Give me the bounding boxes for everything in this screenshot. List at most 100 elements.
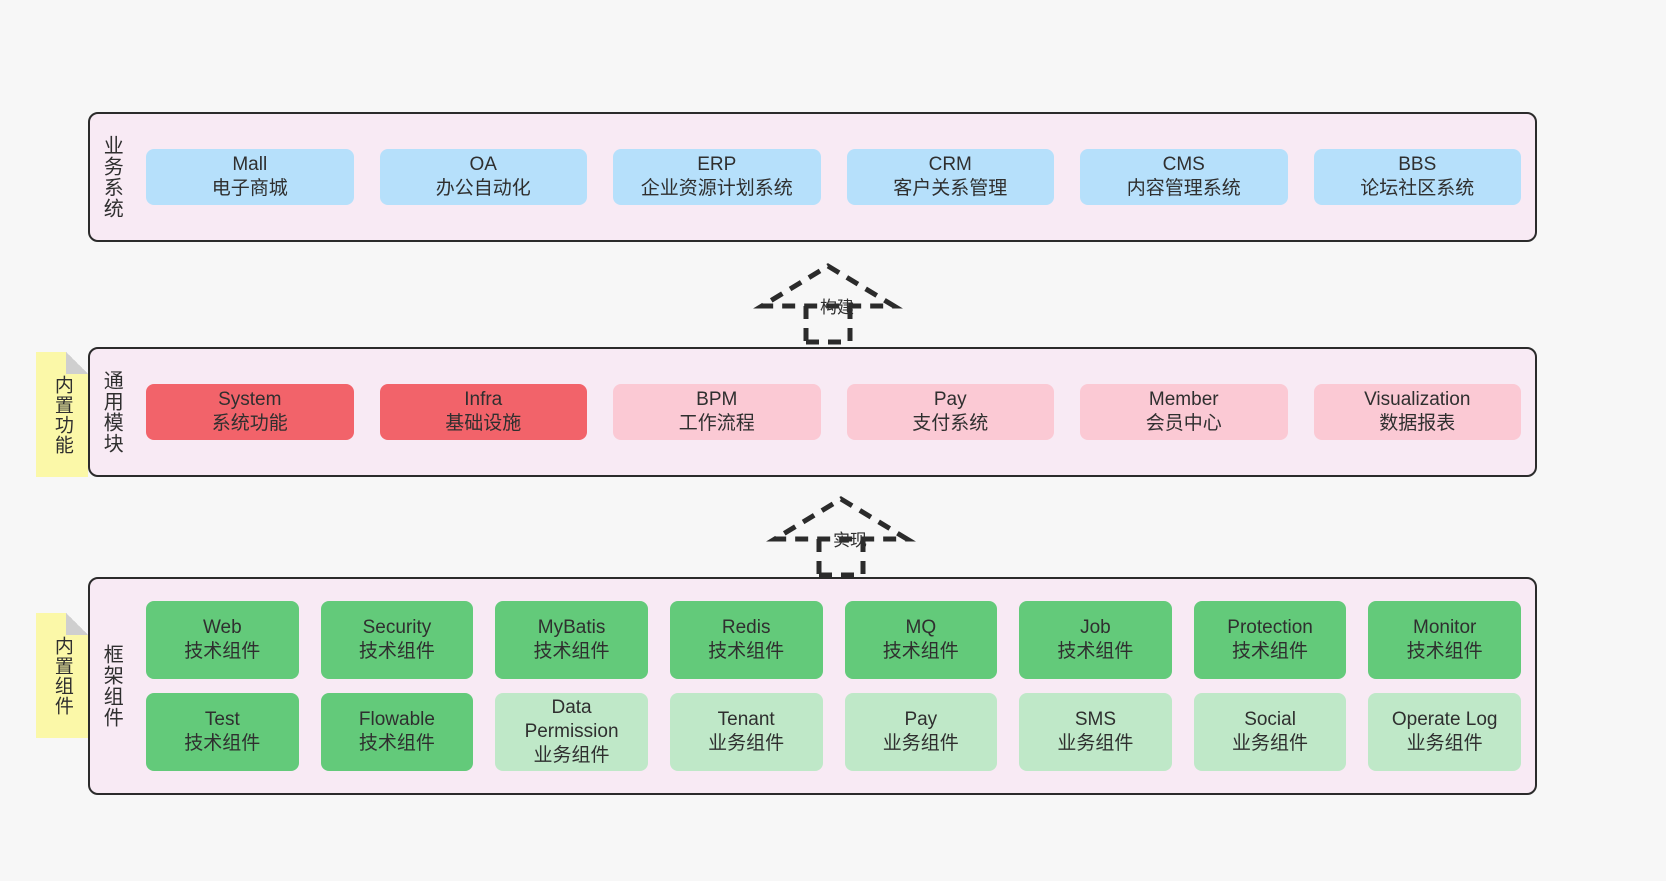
card-subtitle: 论坛社区系统 — [1360, 178, 1475, 199]
card-erp[interactable]: ERP 企业资源计划系统 — [613, 148, 821, 206]
card-row: System 系统功能 Infra 基础设施 BPM 工作流程 Pay 支付系统… — [146, 383, 1521, 441]
layer-body-business-system: Mall 电子商城 OA 办公自动化 ERP 企业资源计划系统 CRM 客户关系… — [132, 114, 1535, 240]
card-redis[interactable]: Redis 技术组件 — [669, 601, 823, 679]
card-mq[interactable]: MQ 技术组件 — [844, 601, 998, 679]
card-title: CMS — [1162, 153, 1205, 175]
note-text: 内置功能 — [51, 374, 73, 455]
card-subtitle: 技术组件 — [184, 733, 261, 754]
card-subtitle: 技术组件 — [1057, 641, 1134, 662]
card-data-permission[interactable]: Data Permission 业务组件 — [495, 693, 648, 771]
card-member[interactable]: Member 会员中心 — [1080, 383, 1288, 441]
card-subtitle: 技术组件 — [1232, 641, 1309, 662]
card-bpm[interactable]: BPM 工作流程 — [613, 383, 821, 441]
card-title: Security — [362, 616, 432, 638]
card-operate-log[interactable]: Operate Log 业务组件 — [1368, 693, 1521, 771]
card-title: Protection — [1227, 616, 1313, 638]
card-infra[interactable]: Infra 基础设施 — [379, 383, 587, 441]
card-subtitle: 内容管理系统 — [1126, 178, 1241, 199]
layer-common-modules: 通用模块 System 系统功能 Infra 基础设施 BPM 工作流程 Pay… — [88, 347, 1537, 477]
card-pay-component[interactable]: Pay 业务组件 — [844, 693, 998, 771]
note-builtin-components: 内置组件 — [36, 613, 88, 738]
card-tenant[interactable]: Tenant 业务组件 — [669, 693, 823, 771]
card-bbs[interactable]: BBS 论坛社区系统 — [1313, 148, 1521, 206]
card-row: Test 技术组件 Flowable 技术组件 Data Permission … — [146, 693, 1521, 771]
card-subtitle: 企业资源计划系统 — [640, 178, 793, 199]
connector-build-label: 构建 — [820, 298, 854, 317]
card-subtitle: 数据报表 — [1379, 413, 1456, 434]
layer-title-framework-components: 框架组件 — [100, 644, 123, 728]
card-subtitle: 技术组件 — [358, 641, 435, 662]
connector-implement-label: 实现 — [833, 531, 867, 550]
card-monitor[interactable]: Monitor 技术组件 — [1368, 601, 1521, 679]
card-subtitle: 系统功能 — [211, 413, 288, 434]
card-title: OA — [469, 153, 497, 175]
card-subtitle: 技术组件 — [1406, 641, 1483, 662]
card-subtitle: 办公自动化 — [435, 178, 531, 199]
card-title: CRM — [928, 153, 972, 175]
card-row: Web 技术组件 Security 技术组件 MyBatis 技术组件 Redi… — [146, 601, 1521, 679]
card-title: Member — [1148, 388, 1219, 410]
card-title: Job — [1080, 616, 1111, 638]
card-title: Redis — [721, 616, 771, 638]
card-subtitle: 业务组件 — [1406, 733, 1483, 754]
card-social[interactable]: Social 业务组件 — [1193, 693, 1347, 771]
card-subtitle: 业务组件 — [708, 733, 785, 754]
card-subtitle: 工作流程 — [678, 413, 755, 434]
card-title: Infra — [464, 388, 503, 410]
note-builtin-features: 内置功能 — [36, 352, 88, 477]
card-subtitle: 客户关系管理 — [893, 178, 1008, 199]
card-mybatis[interactable]: MyBatis 技术组件 — [495, 601, 648, 679]
card-job[interactable]: Job 技术组件 — [1019, 601, 1172, 679]
card-title: Mall — [232, 153, 268, 175]
card-title: Test — [204, 708, 240, 730]
connector-implement-arrow — [766, 495, 916, 578]
card-security[interactable]: Security 技术组件 — [320, 601, 474, 679]
card-title: Flowable — [358, 708, 435, 730]
layer-title-business-system: 业务系统 — [100, 135, 123, 219]
card-subtitle: 业务组件 — [533, 745, 610, 767]
connector-build-arrow — [753, 262, 903, 345]
generalization-arrow-icon — [766, 496, 916, 578]
card-mall[interactable]: Mall 电子商城 — [146, 148, 354, 206]
card-title: MQ — [905, 616, 937, 638]
layer-body-common-modules: System 系统功能 Infra 基础设施 BPM 工作流程 Pay 支付系统… — [132, 349, 1535, 475]
layer-title-common-modules: 通用模块 — [100, 370, 123, 454]
layer-framework-components: 框架组件 Web 技术组件 Security 技术组件 MyBatis 技术组件… — [88, 577, 1537, 795]
card-oa[interactable]: OA 办公自动化 — [379, 148, 587, 206]
card-title: Operate Log — [1391, 708, 1498, 730]
card-pay[interactable]: Pay 支付系统 — [846, 383, 1054, 441]
layer-body-framework-components: Web 技术组件 Security 技术组件 MyBatis 技术组件 Redi… — [132, 579, 1535, 793]
note-text: 内置组件 — [51, 635, 73, 716]
card-test[interactable]: Test 技术组件 — [146, 693, 299, 771]
card-title: System — [218, 388, 282, 410]
card-protection[interactable]: Protection 技术组件 — [1193, 601, 1347, 679]
card-subtitle: 基础设施 — [445, 413, 522, 434]
card-subtitle: 会员中心 — [1145, 413, 1222, 434]
card-visualization[interactable]: Visualization 数据报表 — [1313, 383, 1521, 441]
card-system[interactable]: System 系统功能 — [146, 383, 354, 441]
card-title: BBS — [1398, 153, 1437, 175]
card-sms[interactable]: SMS 业务组件 — [1019, 693, 1172, 771]
card-title: ERP — [697, 153, 737, 175]
card-title: Pay — [904, 708, 938, 730]
card-subtitle: 技术组件 — [358, 733, 435, 754]
card-subtitle: 技术组件 — [533, 641, 610, 662]
card-title: MyBatis — [537, 616, 606, 638]
generalization-arrow-icon — [753, 263, 903, 345]
card-title: Tenant — [717, 708, 775, 730]
card-crm[interactable]: CRM 客户关系管理 — [846, 148, 1054, 206]
card-web[interactable]: Web 技术组件 — [146, 601, 299, 679]
layer-business-system: 业务系统 Mall 电子商城 OA 办公自动化 ERP 企业资源计划系统 CRM… — [88, 112, 1537, 242]
card-subtitle: 支付系统 — [912, 413, 989, 434]
card-subtitle: 业务组件 — [882, 733, 959, 754]
card-subtitle: 电子商城 — [211, 178, 288, 199]
card-title: SMS — [1074, 708, 1117, 730]
card-flowable[interactable]: Flowable 技术组件 — [320, 693, 474, 771]
card-title: BPM — [696, 388, 738, 410]
card-cms[interactable]: CMS 内容管理系统 — [1080, 148, 1288, 206]
card-subtitle: 业务组件 — [1057, 733, 1134, 754]
card-title: Visualization — [1364, 388, 1471, 410]
card-title: Data Permission — [524, 696, 619, 742]
card-subtitle: 业务组件 — [1232, 733, 1309, 754]
